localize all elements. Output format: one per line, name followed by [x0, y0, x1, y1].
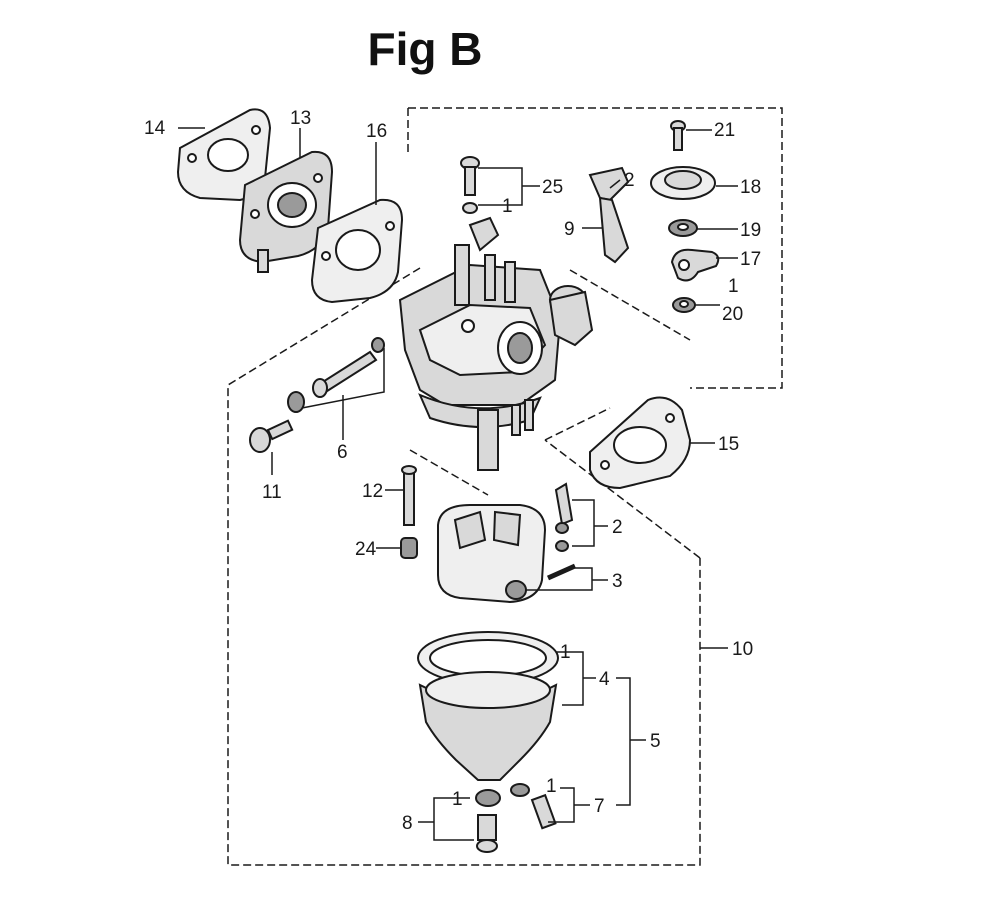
assembly-boundary — [227, 107, 783, 866]
part-17-lever — [670, 248, 720, 282]
part-13-insulator — [238, 150, 334, 273]
callout-1-d: 1 — [546, 776, 557, 797]
float — [437, 504, 547, 604]
part-24-plug — [400, 537, 418, 559]
part-16-gasket — [310, 198, 404, 304]
callout-21: 21 — [714, 120, 735, 141]
part-4-float-bowl — [417, 631, 559, 781]
callout-20: 20 — [722, 304, 743, 325]
callout-6: 6 — [337, 442, 348, 463]
callout-13: 13 — [290, 108, 311, 129]
callout-4: 4 — [599, 669, 610, 690]
part-15-gasket — [589, 396, 692, 490]
part-18-cover — [650, 166, 716, 200]
callout-24: 24 — [355, 539, 377, 560]
part-11-screw — [249, 419, 294, 453]
callout-17: 17 — [740, 249, 761, 270]
part-14-gasket — [176, 108, 272, 202]
callout-9: 9 — [564, 219, 575, 240]
callout-12: 12 — [362, 481, 383, 502]
part-12-main-jet — [401, 465, 417, 526]
part-7-bowl-bolt — [510, 783, 557, 830]
part-20-washer — [672, 297, 696, 313]
callout-1-a: 1 — [502, 196, 513, 217]
callout-3: 3 — [612, 571, 623, 592]
callout-14: 14 — [144, 118, 166, 139]
callout-10: 10 — [732, 639, 753, 660]
callout-25: 25 — [542, 177, 563, 198]
callout-16: 16 — [366, 121, 387, 142]
callout-1-b: 1 — [728, 276, 739, 297]
callout-7: 7 — [594, 796, 605, 817]
carburetor-body — [398, 216, 594, 471]
part-6-pilot-screw — [287, 337, 385, 413]
callout-1-e: 1 — [452, 789, 463, 810]
callout-18: 18 — [740, 177, 761, 198]
callout-labels: 14 13 16 25 1 2 9 21 18 19 17 1 20 15 6 … — [144, 108, 761, 834]
part-3-float-pin — [546, 563, 577, 581]
callout-11: 11 — [262, 482, 282, 503]
callout-2-a: 2 — [624, 170, 635, 191]
part-9-link — [588, 166, 630, 264]
figure-title: Fig B — [367, 23, 483, 75]
leader-lines — [178, 127, 738, 841]
callout-8: 8 — [402, 813, 413, 834]
callout-15: 15 — [718, 434, 739, 455]
callout-19: 19 — [740, 220, 761, 241]
part-19-nut — [668, 219, 698, 237]
part-8-drain-screw — [475, 789, 501, 853]
part-21-screw — [670, 120, 686, 151]
part-25-screw — [460, 156, 480, 214]
part-2-float-valve — [554, 482, 574, 552]
callout-5: 5 — [650, 731, 661, 752]
callout-2-b: 2 — [612, 517, 623, 538]
callout-1-c: 1 — [560, 642, 571, 663]
